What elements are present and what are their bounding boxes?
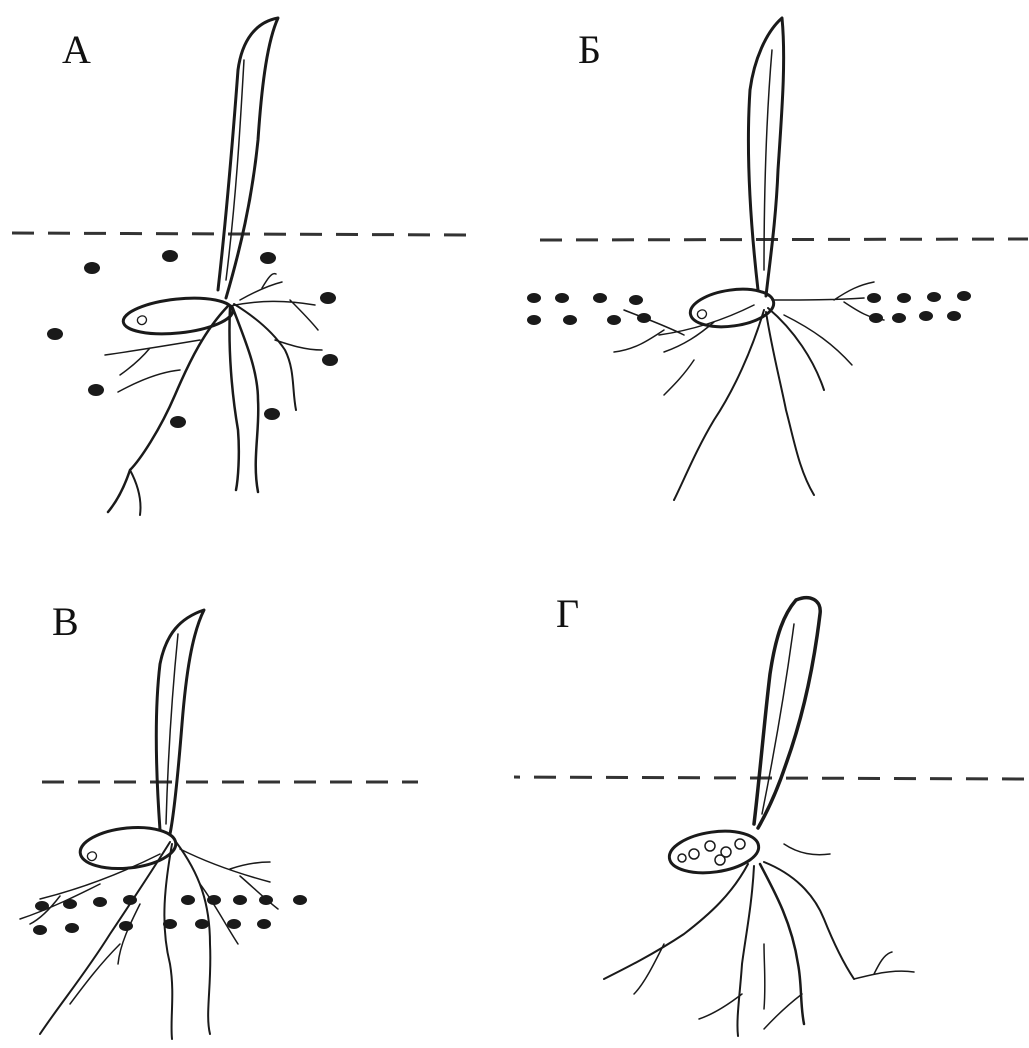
panel-g: Г: [514, 524, 1028, 1048]
seedling-drawing-a: [0, 0, 514, 524]
seed-spots: [678, 839, 745, 865]
seed: [122, 293, 235, 338]
seedling-drawing-b: [514, 0, 1029, 524]
seed: [688, 284, 776, 331]
soil-surface-line: [514, 777, 1028, 779]
leaf: [156, 610, 204, 834]
seed: [667, 826, 762, 878]
panel-a: А: [0, 0, 514, 524]
fertilizer-granules: [33, 895, 307, 935]
seed: [78, 823, 178, 873]
roots: [20, 842, 278, 1039]
leaf: [754, 598, 820, 828]
seedling-drawing-v: [0, 524, 514, 1048]
roots: [614, 282, 884, 500]
panel-v: В: [0, 524, 514, 1048]
panel-b: Б: [514, 0, 1028, 524]
roots: [604, 844, 914, 1036]
soil-surface-line: [540, 239, 1028, 240]
seedling-drawing-g: [514, 524, 1029, 1048]
